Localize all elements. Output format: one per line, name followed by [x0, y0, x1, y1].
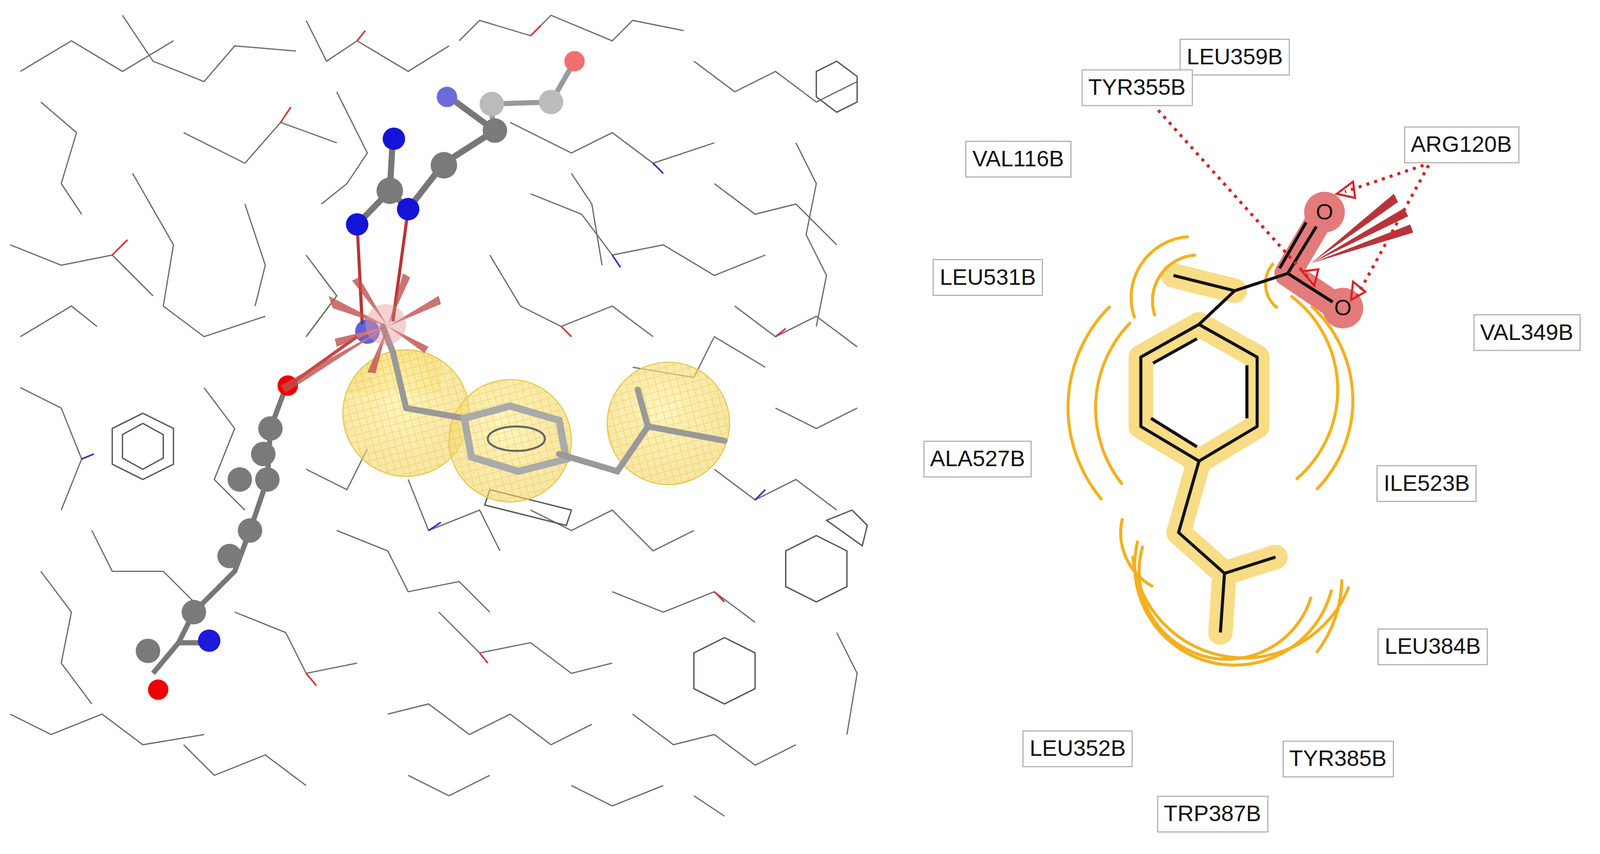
residue-name: TYR385B: [1289, 745, 1387, 772]
protein-wireframe: [10, 15, 858, 817]
residue-name: LEU352B: [1029, 735, 1126, 762]
residue-name: LEU384B: [1384, 633, 1482, 660]
residue-label: VAL349B: [1472, 314, 1581, 352]
aromatic-rings: [112, 61, 868, 705]
residue-name: ALA527B: [930, 445, 1025, 472]
hydrophobic-glow: [1140, 275, 1276, 633]
residue-label: LEU359B: [1179, 38, 1290, 76]
atom-label: O: [1315, 201, 1334, 224]
residue-label: TYR385B: [1282, 740, 1394, 779]
hbond-dotted-lines: [1157, 110, 1429, 297]
residue-name: ILE523B: [1383, 470, 1470, 497]
charge-spikes: [280, 273, 441, 393]
residue-name: TRP387B: [1163, 800, 1261, 827]
residue-label: LEU531B: [932, 259, 1043, 297]
ligand-ball-stick: [135, 336, 358, 700]
ligand-skeleton: [1140, 222, 1334, 633]
residue-name: VAL116B: [972, 146, 1065, 172]
residue-name: VAL349B: [1480, 319, 1574, 345]
arginine-residue: [345, 50, 585, 325]
residue-label: VAL116B: [965, 140, 1072, 178]
residue-name: ARG120B: [1410, 131, 1512, 158]
residue-name: LEU531B: [939, 264, 1037, 290]
orange-contact-arcs: [1067, 236, 1353, 666]
residue-name: LEU359B: [1186, 44, 1284, 70]
atom-label: O: [1333, 296, 1352, 320]
residue-label: ILE523B: [1376, 465, 1478, 503]
residue-label: ALA527B: [922, 440, 1033, 478]
residue-label: LEU384B: [1377, 628, 1488, 667]
residue-label: TYR355B: [1081, 69, 1193, 107]
residue-label: TRP387B: [1156, 796, 1269, 834]
charge-wedges: [1311, 193, 1414, 264]
carboxylate-highlight: [1287, 192, 1363, 329]
residue-label: ARG120B: [1403, 126, 1520, 164]
residue-name: TYR355B: [1088, 74, 1186, 101]
hbond-arrowheads: [1302, 181, 1366, 301]
heteroatom-bonds: [81, 25, 786, 686]
residue-label: LEU352B: [1022, 730, 1133, 769]
ibuprofen-stick: [342, 326, 730, 503]
